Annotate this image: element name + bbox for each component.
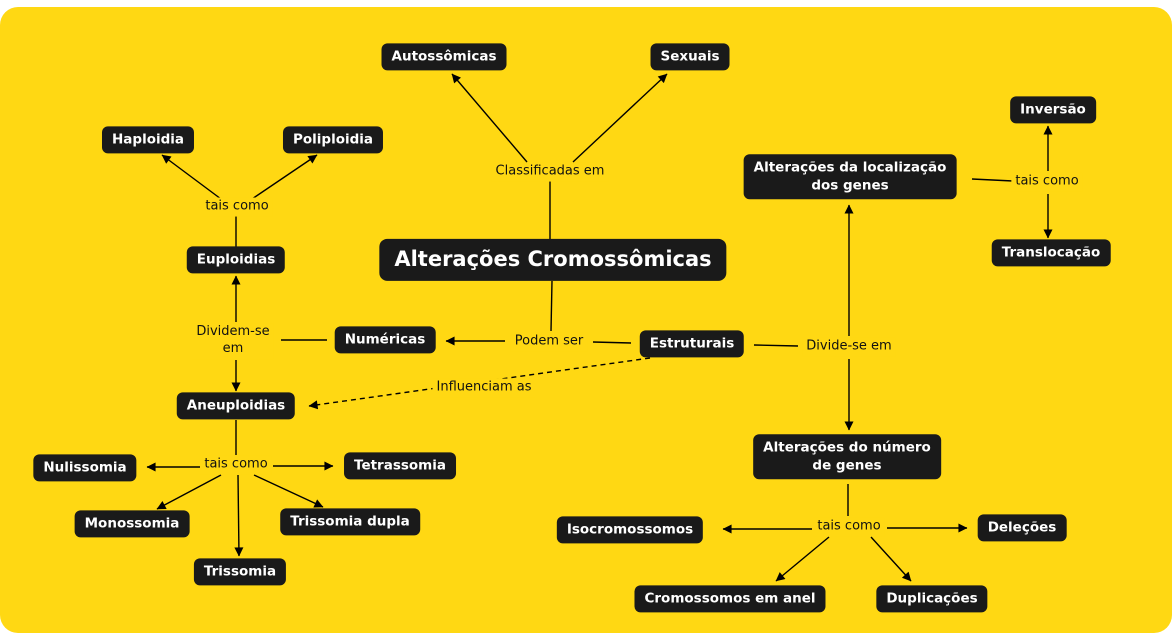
node-trissomia[interactable]: Trissomia [193,558,287,586]
node-poliploidia[interactable]: Poliploidia [282,126,384,154]
edge-label-tais-como-aneuploidias: tais como [200,455,272,475]
node-haploidia[interactable]: Haploidia [101,126,195,154]
node-duplicacoes[interactable]: Duplicações [876,585,988,613]
edge-taiscomo-haploidia [161,154,222,200]
node-aneuploidias[interactable]: Aneuploidias [176,392,296,420]
edge-label-tais-como-localizacao: tais como [1011,172,1083,192]
node-sexuais[interactable]: Sexuais [650,43,730,71]
edge-label-divide-se-em: Divide-se em [802,337,896,357]
node-isocromossomos[interactable]: Isocromossomos [556,516,704,544]
node-inversao[interactable]: Inversão [1010,96,1096,124]
node-nulissomia[interactable]: Nulissomia [33,454,137,482]
edge-classificadas-sexuais [572,73,668,163]
edge-taiscomo-trissomiadupla [253,474,324,508]
edge-localizacao-taiscomo [971,178,1014,182]
node-trissomia-dupla[interactable]: Trissomia dupla [280,508,420,536]
node-tetrassomia[interactable]: Tetrassomia [344,452,456,480]
node-euploidias[interactable]: Euploidias [186,246,286,274]
edge-label-dividem-se-em: Dividem-se em [192,323,274,359]
edge-label-classificadas-em: Classificadas em [491,162,609,182]
edge-taiscomo-poliploidia [251,154,318,200]
node-cromossomos-anel[interactable]: Cromossomos em anel [634,585,826,613]
node-delecoes[interactable]: Deleções [977,514,1067,542]
edge-label-podem-ser: Podem ser [510,332,588,352]
node-alteracoes-cromossomicas[interactable]: Alterações Cromossômicas [379,238,727,282]
edge-estruturais-dividese [753,344,799,347]
edge-podemser-estruturais [592,341,632,344]
edge-taiscomo-monossomia [156,474,222,510]
edge-taiscomo-duplicacoes [870,536,912,582]
node-translocacao[interactable]: Translocação [991,239,1111,267]
edge-label-tais-como-numero: tais como [813,517,885,537]
edge-classificadas-autossomicas [451,73,528,163]
node-alteracoes-numero[interactable]: Alterações do número de genes [753,434,941,480]
node-estruturais[interactable]: Estruturais [639,330,745,358]
node-autossomicas[interactable]: Autossômicas [381,43,507,71]
edge-taiscomo-trissomia [234,474,244,557]
node-alteracoes-localizacao[interactable]: Alterações da localização dos genes [743,154,957,200]
edge-label-tais-como-euploidias: tais como [201,197,273,217]
node-monossomia[interactable]: Monossomia [74,510,190,538]
edge-taiscomo-cromossomosanel [775,536,830,582]
edge-label-influenciam-as: Influenciam as [432,378,536,398]
edge-titulo-podemser [550,280,553,332]
node-numericas[interactable]: Numéricas [334,326,436,354]
